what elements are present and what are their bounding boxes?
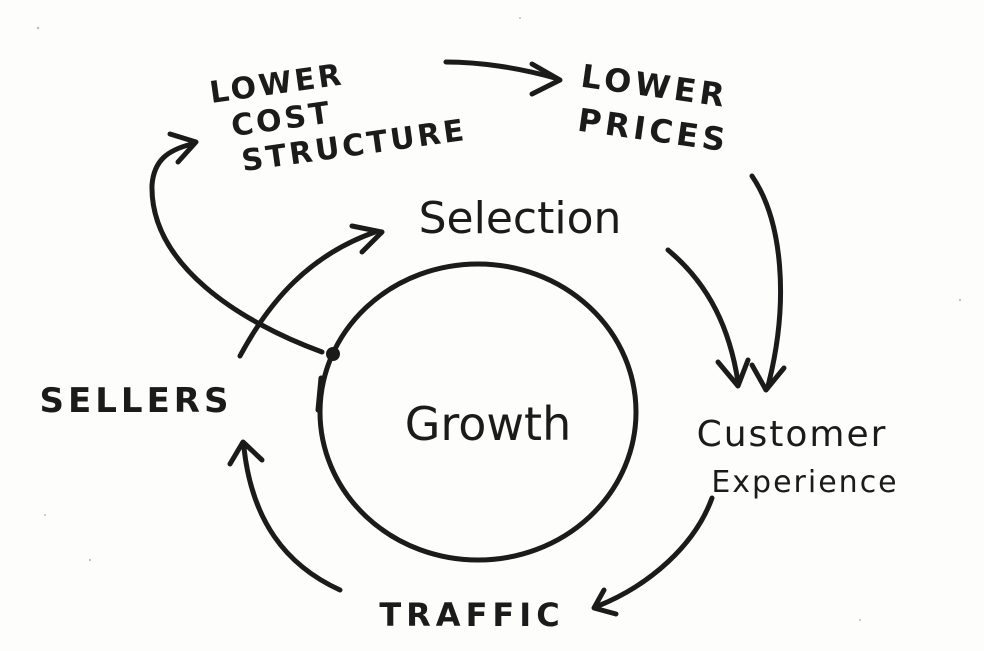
customer-experience-line-2: Experience [711,465,898,500]
arrow-ce-to-traffic [595,495,715,609]
lower-prices-label: LOWER PRICES [575,57,731,160]
junction-tick [315,375,324,413]
sellers-label: SELLERS [40,381,233,421]
arrowhead-sellers [227,439,265,467]
arrow-cost-to-prices [443,59,558,81]
selection-label: Selection [419,193,622,244]
arrowhead-ce-right [749,362,787,393]
arrow-growth-to-lower-cost [149,141,325,355]
arrow-lower-prices-to-customer-experience [749,173,784,389]
growth-circle [317,261,639,563]
arrowhead-selection [349,223,385,255]
arrowhead-traffic [591,587,619,617]
center-label: Growth [405,397,572,451]
lower-cost-structure-label: LOWER COST STRUCTURE [207,57,469,179]
arrowhead-ce-left [715,357,751,389]
customer-experience-label: Customer Experience [697,414,898,500]
arrow-selection-to-customer-experience [665,247,741,385]
customer-experience-line-1: Customer [697,414,888,455]
arrow-sellers-to-selection [237,229,378,359]
paper-speckles [36,17,962,621]
arrows [149,59,787,617]
arrowhead-prices [529,61,563,97]
junction-dot [326,347,340,361]
arrow-traffic-to-sellers [241,445,343,593]
traffic-label: TRAFFIC [379,596,564,634]
arrowhead-lower-cost [167,131,199,165]
